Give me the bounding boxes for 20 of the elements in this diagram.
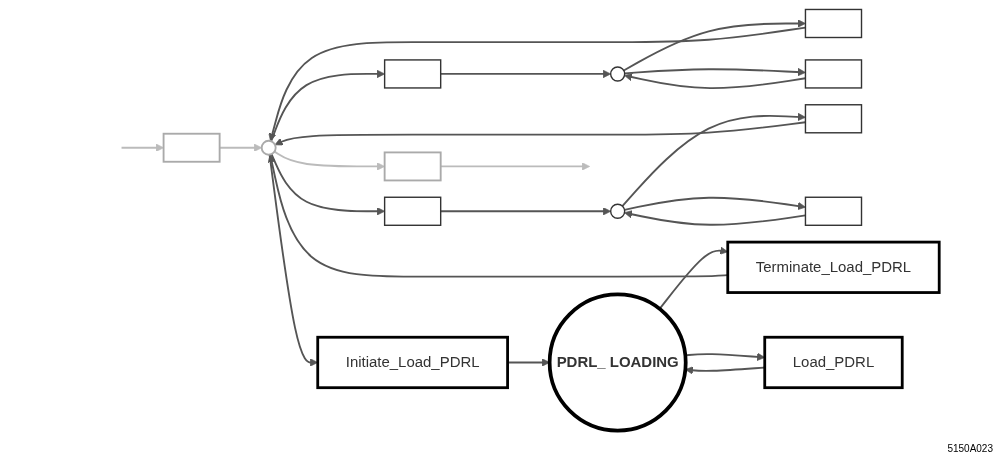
node-box: Initiate_Load_PDRL [316, 335, 510, 390]
node-circle [260, 139, 277, 156]
node-box [804, 196, 863, 226]
node-box [162, 132, 221, 163]
node-circle [610, 66, 626, 82]
node-circle [610, 203, 626, 219]
node-box [804, 104, 863, 134]
figure-number: 5150A023 [947, 443, 993, 454]
arrow [623, 68, 806, 77]
arrow [623, 196, 806, 211]
arrow [621, 112, 806, 207]
node-box [383, 151, 442, 182]
arrow [623, 19, 806, 72]
node-box: Terminate_Load_PDRL [726, 240, 941, 294]
node-box: Load_PDRL [763, 335, 904, 390]
node-circle: PDRL_ LOADING [547, 292, 688, 433]
node-box [384, 59, 442, 89]
node-box [804, 8, 863, 39]
node-box [804, 59, 863, 89]
node-box [384, 196, 442, 226]
